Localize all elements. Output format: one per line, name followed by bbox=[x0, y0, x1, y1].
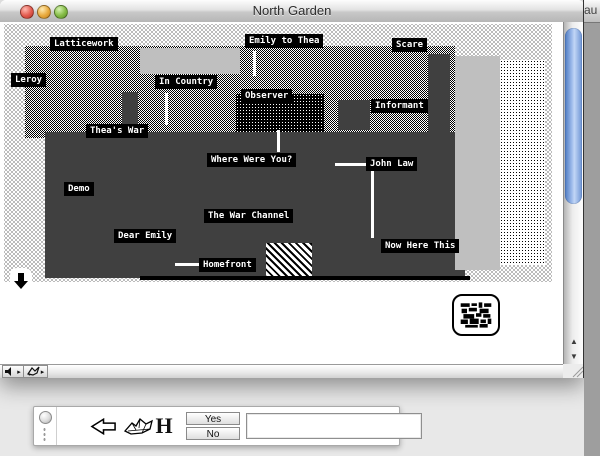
connector-line bbox=[335, 163, 367, 166]
down-arrow-icon[interactable] bbox=[10, 268, 32, 294]
connector-line bbox=[165, 93, 168, 125]
horizontal-scrollbar[interactable]: ▸ ▸ bbox=[0, 364, 563, 378]
vertical-scrollbar-arrows: ▲ ▼ bbox=[564, 334, 584, 364]
sound-menu-button[interactable]: ▸ bbox=[2, 365, 24, 378]
map-room-label[interactable]: Informant bbox=[371, 99, 428, 113]
nav-menu-button[interactable]: ▸ bbox=[23, 365, 48, 378]
vertical-scrollbar[interactable]: ▲ ▼ bbox=[563, 22, 583, 364]
back-arrow-icon bbox=[89, 417, 116, 435]
window-title: North Garden bbox=[252, 3, 332, 18]
vertical-scrollbar-thumb[interactable] bbox=[565, 28, 582, 204]
map-room-label[interactable]: The War Channel bbox=[204, 209, 294, 223]
grip-lines-icon bbox=[572, 366, 584, 378]
map-room-label[interactable]: John Law bbox=[366, 157, 418, 171]
palette-gutter bbox=[34, 407, 57, 445]
no-button[interactable]: No bbox=[186, 427, 240, 440]
sound-menu-arrow-icon: ▸ bbox=[17, 368, 21, 376]
map-room-label[interactable]: Emily to Thea bbox=[245, 34, 324, 48]
zoom-button[interactable] bbox=[54, 5, 68, 19]
connector-line bbox=[175, 263, 200, 266]
crumpled-paper-icon bbox=[123, 418, 153, 435]
map-room-label[interactable]: Latticework bbox=[50, 37, 118, 51]
palette-close-button[interactable] bbox=[39, 411, 52, 424]
north-garden-window: North Garden L bbox=[0, 0, 584, 378]
background-window[interactable]: au bbox=[584, 0, 600, 456]
map-fade-outer bbox=[500, 60, 545, 265]
map-room-label[interactable]: Where Were You? bbox=[207, 153, 297, 167]
map-room-label[interactable]: Leroy bbox=[11, 73, 47, 87]
down-arrow-glyph bbox=[14, 273, 28, 289]
command-input[interactable] bbox=[246, 413, 422, 439]
connector-line bbox=[277, 130, 280, 152]
minimize-button[interactable] bbox=[37, 5, 51, 19]
map-fade-inner bbox=[455, 56, 500, 270]
minimap-icon[interactable] bbox=[452, 294, 500, 336]
notes-button[interactable] bbox=[122, 415, 156, 437]
map-room-label[interactable]: In Country bbox=[155, 75, 218, 89]
informant-patch bbox=[338, 100, 370, 130]
scroll-up-button[interactable]: ▲ bbox=[570, 337, 578, 346]
speaker-icon bbox=[5, 367, 12, 376]
yes-button[interactable]: Yes bbox=[186, 412, 240, 425]
map-bottom-edge bbox=[140, 276, 470, 280]
paper-plane-icon bbox=[26, 366, 40, 376]
resize-grip[interactable] bbox=[563, 364, 584, 378]
connector-line bbox=[371, 168, 374, 238]
window-right-edge bbox=[583, 0, 584, 378]
map-room-label[interactable]: Demo bbox=[64, 182, 94, 196]
command-palette: H Yes No bbox=[33, 406, 422, 446]
map-room-label[interactable]: Thea's War bbox=[86, 124, 149, 138]
history-button[interactable]: H bbox=[152, 414, 176, 438]
close-button[interactable] bbox=[20, 5, 34, 19]
scroll-down-button[interactable]: ▼ bbox=[570, 352, 578, 361]
map-room-label[interactable]: Now Here This bbox=[381, 239, 460, 253]
titlebar[interactable]: North Garden bbox=[0, 0, 584, 23]
background-window-title: au bbox=[584, 0, 600, 23]
h-letter-label: H bbox=[155, 413, 173, 438]
connector-line bbox=[253, 51, 256, 76]
nav-menu-arrow-icon: ▸ bbox=[40, 368, 45, 376]
scare-column bbox=[428, 54, 450, 138]
map-dark-band bbox=[45, 132, 455, 142]
map-room-label[interactable]: Observer bbox=[241, 89, 293, 103]
minimap-thumbnail bbox=[460, 302, 492, 328]
map-room-label[interactable]: Homefront bbox=[199, 258, 256, 272]
west-column bbox=[122, 92, 138, 278]
map-light-patch bbox=[140, 48, 240, 74]
map-room-label[interactable]: Scare bbox=[392, 38, 428, 52]
back-button[interactable] bbox=[88, 417, 118, 435]
map-room-label[interactable]: Dear Emily bbox=[114, 229, 177, 243]
palette-drag-handle-icon[interactable] bbox=[43, 427, 46, 441]
hatched-patch bbox=[266, 243, 312, 278]
